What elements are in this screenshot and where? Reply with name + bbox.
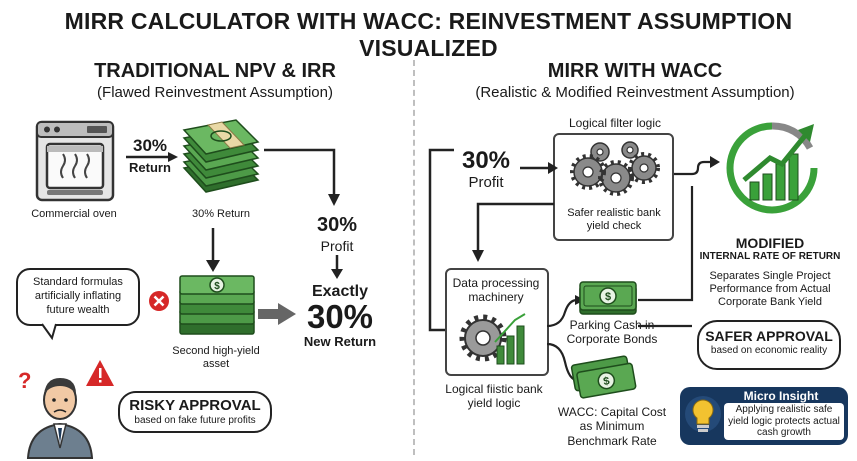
exactly-label: Exactly	[311, 283, 369, 300]
return-arrow-word: Return	[129, 160, 171, 175]
modified-title: MODIFIED	[735, 235, 805, 251]
svg-text:$: $	[602, 375, 610, 388]
svg-text:$: $	[605, 291, 611, 303]
worried-person-icon: ?	[18, 360, 114, 459]
filter-caption: Safer realistic bank yield check	[567, 207, 661, 233]
filter-title: Logical filter logic	[568, 116, 662, 130]
parking-label: Parking Cash in Corporate Bonds	[566, 318, 658, 347]
filter-to-machinery-arrow	[472, 202, 554, 262]
oven-label: Commercial oven	[31, 208, 117, 220]
left-heading: TRADITIONAL NPV & IRR	[94, 60, 336, 82]
machinery-caption: Logical fiistic bank yield logic	[445, 382, 543, 411]
right-subheading: (Realistic & Modified Reinvestment Assum…	[475, 84, 795, 101]
wacc-label: WACC: Capital Cost as Minimum Benchmark …	[557, 405, 667, 448]
result-pct: 30%	[306, 298, 374, 335]
safer-title: SAFER APPROVAL	[705, 328, 833, 344]
profit-word-right: Profit	[468, 174, 504, 191]
cash-stack-icon	[182, 119, 260, 193]
page-title: MIRR CALCULATOR WITH WACC: REINVESTMENT …	[64, 8, 793, 61]
machinery-title: Data processing machinery	[452, 276, 540, 305]
cash-label-1: 30% Return	[191, 208, 251, 220]
return-arrow	[126, 152, 178, 162]
flow-arrow-down	[206, 228, 220, 272]
risky-title: RISKY APPROVAL	[129, 397, 261, 414]
profit-pct-left: 30%	[316, 214, 358, 236]
cash-label-2: Second high-yield asset	[172, 345, 260, 371]
filter-to-mirr-arrow	[674, 156, 720, 176]
oven-icon	[35, 120, 115, 202]
return-arrow-pct: 30%	[132, 136, 168, 155]
bond-cash-icon: $	[579, 281, 637, 315]
bubble-tail	[41, 323, 57, 341]
wacc-cash-icon: $	[570, 355, 637, 399]
right-heading: MIRR WITH WACC	[547, 60, 723, 82]
machinery-gear-chart-icon	[459, 313, 526, 365]
profit-loop-lines	[428, 148, 558, 332]
flow-arrow-to-exactly	[331, 255, 343, 279]
safer-sub: based on economic reality	[710, 344, 828, 356]
safer-approval-badge: SAFER APPROVAL based on economic reality	[697, 320, 841, 370]
cash-stack-2-icon: $	[179, 275, 255, 335]
cash-to-mirr-arrows	[638, 186, 694, 328]
svg-text:?: ?	[18, 368, 31, 393]
profit-pct-right: 30%	[461, 147, 511, 174]
reject-x-icon	[149, 291, 169, 311]
svg-text:$: $	[214, 281, 220, 292]
insight-text: Applying realistic safe yield logic prot…	[724, 403, 844, 440]
gears-icon	[570, 141, 660, 196]
risky-sub: based on fake future profits	[134, 415, 256, 426]
insight-title: Micro Insight	[726, 389, 836, 403]
lightbulb-icon	[685, 396, 721, 432]
grey-arrow-to-result	[258, 303, 296, 325]
left-subheading: (Flawed Reinvestment Assumption)	[97, 84, 333, 101]
inflating-speech-bubble: Standard formulas artificially inflating…	[16, 268, 140, 326]
bubble-text: Standard formulas artificially inflating…	[33, 276, 123, 316]
mirr-growth-icon	[726, 122, 818, 214]
flow-arrow-to-profit	[264, 148, 340, 206]
profit-word-left: Profit	[320, 238, 354, 254]
result-word: New Return	[303, 334, 377, 349]
modified-sub: INTERNAL RATE OF RETURN	[699, 251, 841, 262]
section-divider	[413, 60, 415, 455]
separates-text: Separates Single Project Performance fro…	[709, 270, 831, 309]
risky-approval-badge: RISKY APPROVAL based on fake future prof…	[118, 391, 272, 433]
